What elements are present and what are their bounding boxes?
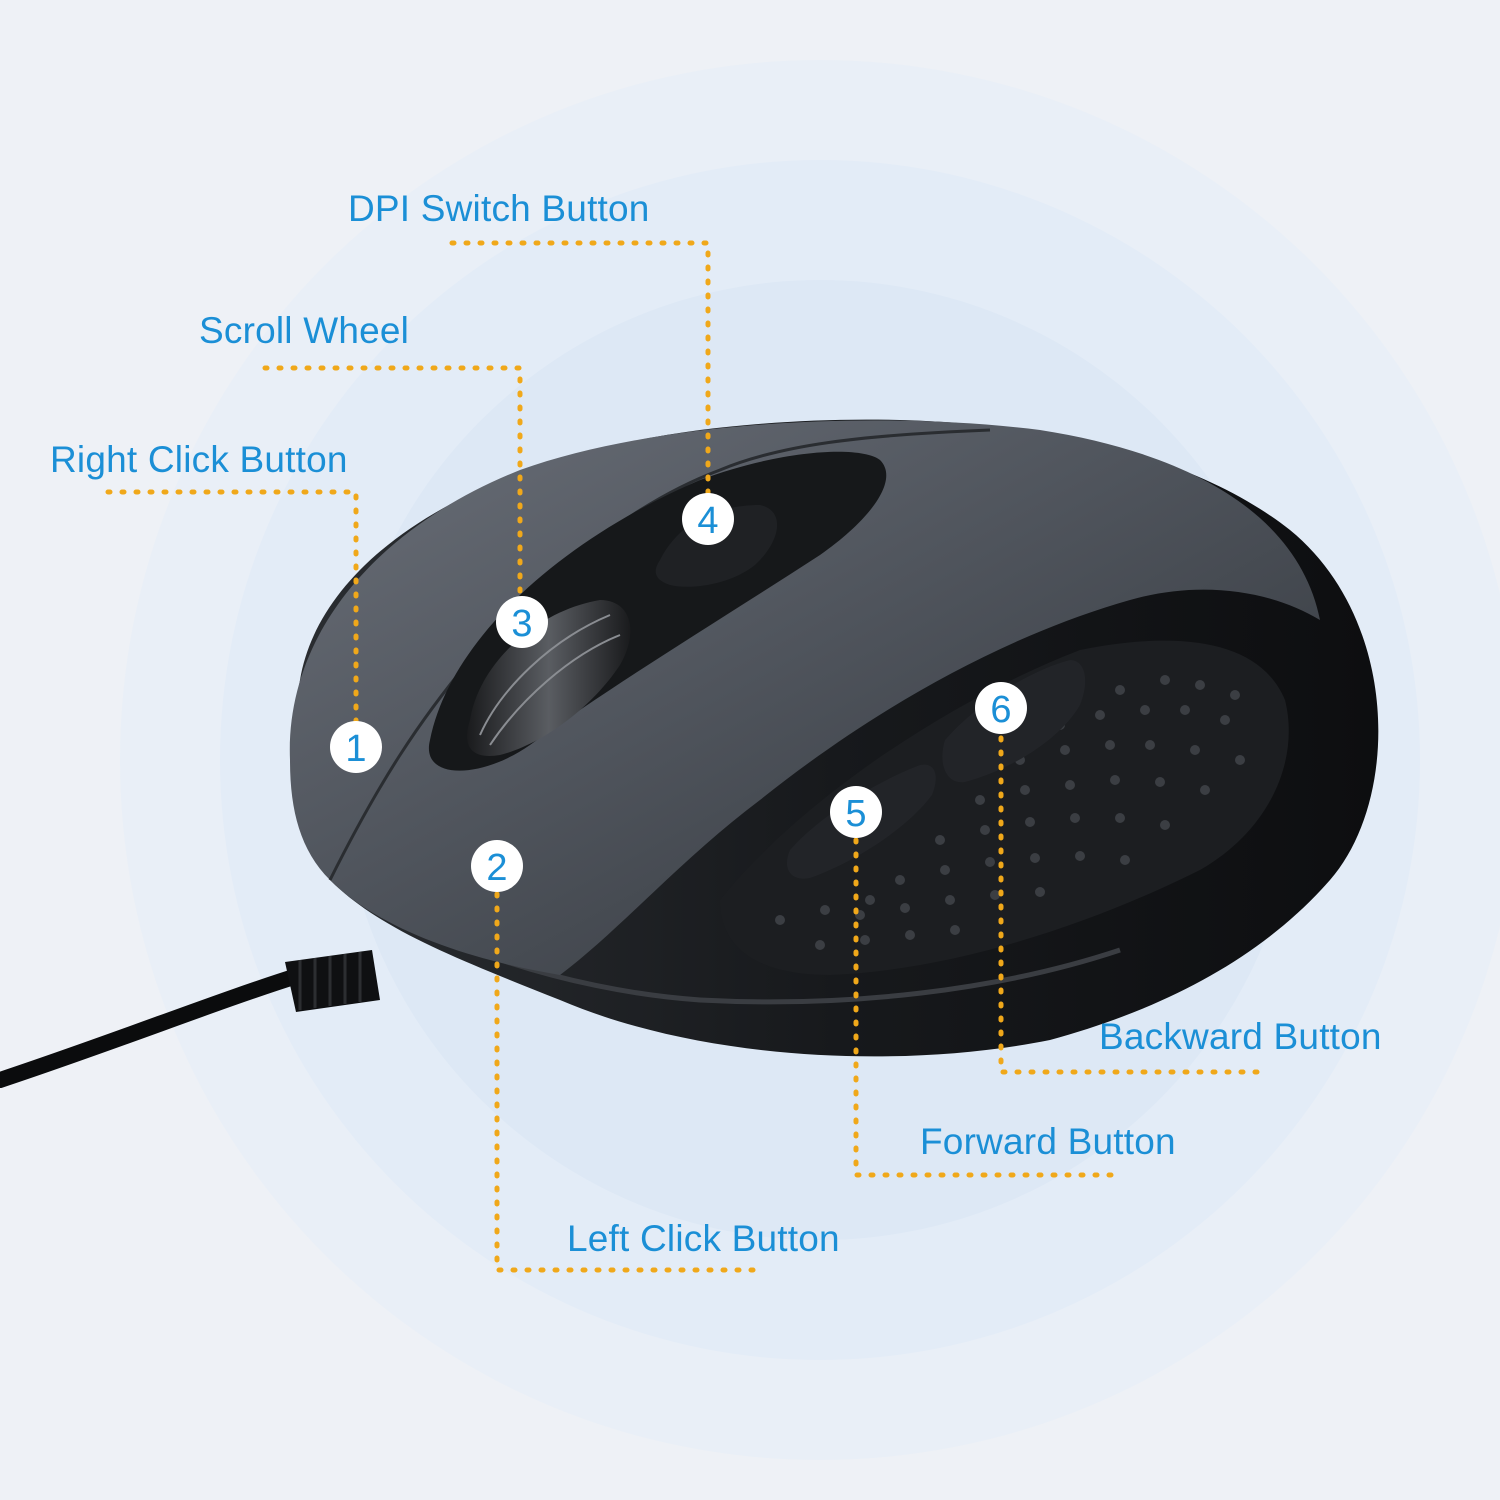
- dpi-switch-button[interactable]: [655, 505, 778, 587]
- leader-line-dpi: [449, 240, 711, 521]
- badge-2: 2: [471, 840, 523, 892]
- label-right-click-button: Right Click Button: [50, 439, 348, 480]
- label-left-click-button: Left Click Button: [567, 1218, 840, 1259]
- label-backward-button: Backward Button: [1099, 1016, 1382, 1057]
- leader-line-left-click: [494, 863, 758, 1273]
- leader-line-right-click: [105, 489, 359, 748]
- badge-6-number: 6: [990, 689, 1011, 731]
- badge-4: 4: [682, 493, 734, 545]
- grip-dots: [775, 675, 1245, 950]
- badge-3-number: 3: [511, 603, 532, 645]
- badge-6: 6: [975, 682, 1027, 734]
- mouse-cable: [0, 950, 380, 1088]
- badge-5-number: 5: [845, 793, 866, 835]
- leader-line-backward: [998, 707, 1263, 1075]
- badge-5: 5: [830, 786, 882, 838]
- badge-1-number: 1: [345, 728, 366, 770]
- leader-line-scroll: [262, 365, 523, 623]
- badge-3: 3: [496, 596, 548, 648]
- badge-4-number: 4: [697, 500, 718, 542]
- badge-1: 1: [330, 721, 382, 773]
- label-dpi-switch-button: DPI Switch Button: [348, 188, 650, 229]
- badge-2-number: 2: [486, 847, 507, 889]
- leader-lines: [105, 240, 1263, 1273]
- label-forward-button: Forward Button: [920, 1121, 1176, 1162]
- leader-line-forward: [853, 809, 1118, 1178]
- label-scroll-wheel: Scroll Wheel: [199, 310, 410, 351]
